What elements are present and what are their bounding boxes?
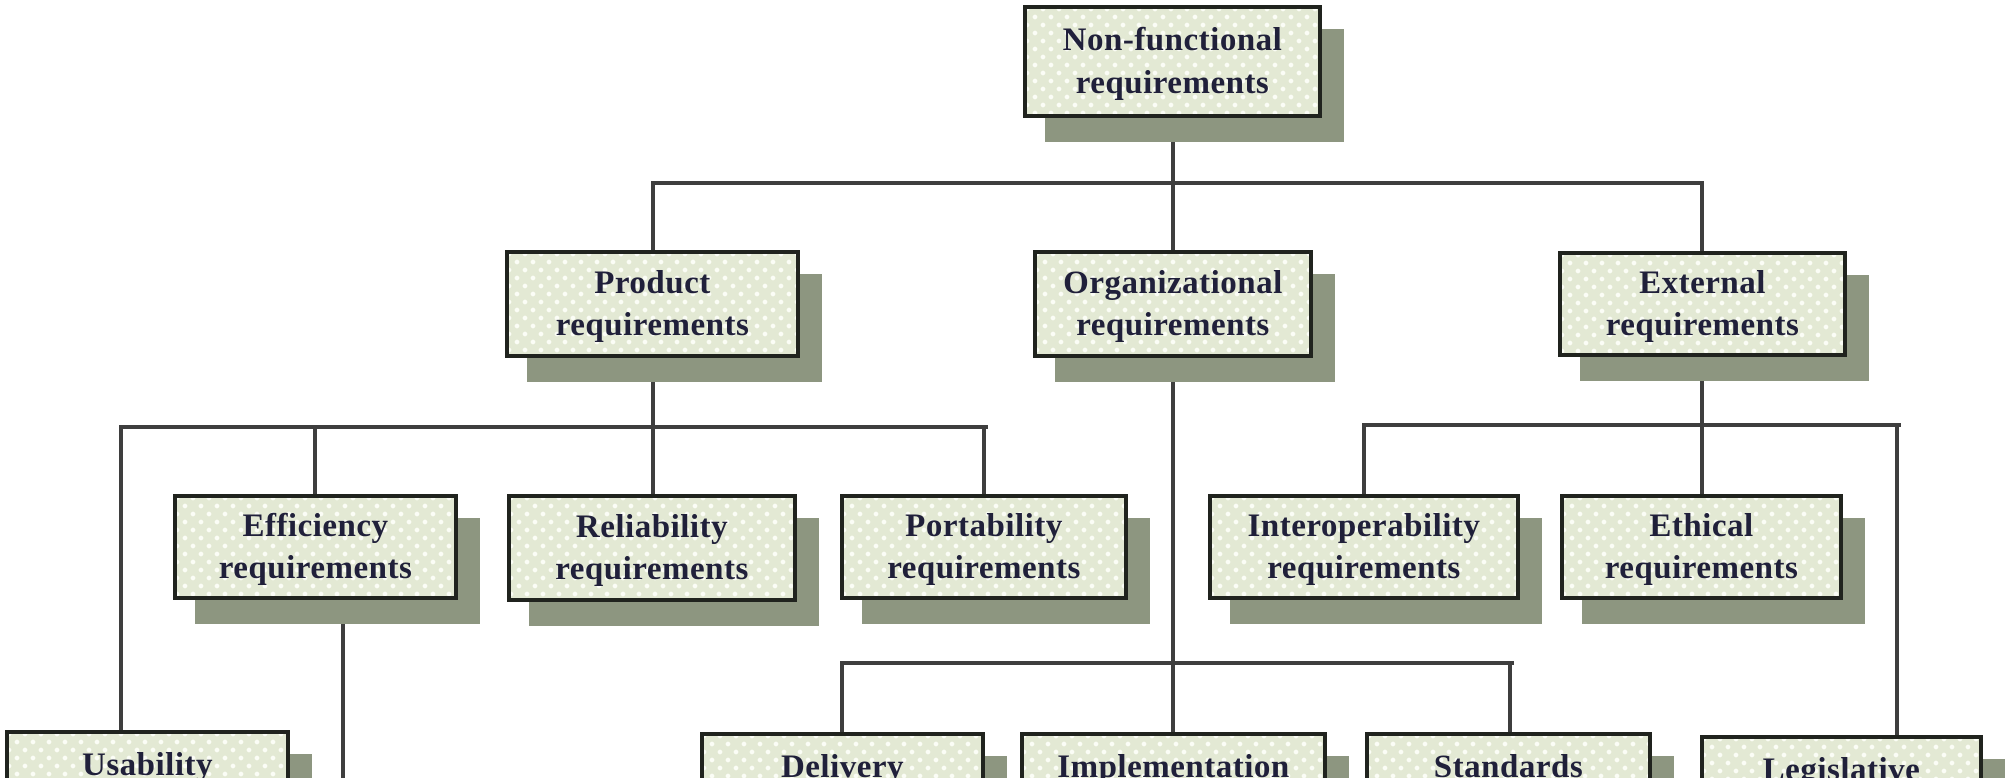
node-label-organizational-requirements: Organizational requirements: [1063, 264, 1283, 343]
node-external-requirements: External requirements: [1558, 251, 1847, 357]
node-portability-requirements: Portability requirements: [840, 494, 1128, 600]
node-implementation: Implementation: [1020, 732, 1327, 778]
node-usability: Usability: [5, 730, 290, 778]
node-product-requirements: Product requirements: [505, 250, 800, 358]
connector-line: [1508, 663, 1512, 734]
node-legislative: Legislative: [1700, 735, 1983, 778]
node-label-portability-requirements: Portability requirements: [887, 507, 1081, 586]
connector-line: [1700, 425, 1704, 496]
connector-line: [1171, 356, 1175, 665]
node-organizational-requirements: Organizational requirements: [1033, 250, 1313, 358]
node-delivery: Delivery: [700, 732, 985, 778]
connector-line: [1362, 425, 1366, 496]
connector-line: [1171, 116, 1175, 183]
node-standards: Standards: [1365, 732, 1652, 778]
node-ethical-requirements: Ethical requirements: [1560, 494, 1843, 600]
connector-line: [119, 425, 988, 429]
connector-line: [982, 427, 986, 496]
connector-line: [1700, 183, 1704, 253]
connector-line: [651, 183, 655, 252]
node-non-functional-requirements: Non-functional requirements: [1023, 5, 1322, 118]
connector-line: [651, 181, 1704, 185]
connector-line: [1171, 183, 1175, 252]
connector-line: [651, 356, 655, 429]
node-efficiency-requirements: Efficiency requirements: [173, 494, 458, 600]
connector-line: [119, 427, 123, 732]
node-label-reliability-requirements: Reliability requirements: [555, 508, 749, 587]
node-label-standards: Standards: [1433, 749, 1584, 778]
connector-line: [840, 663, 844, 734]
node-label-non-functional-requirements: Non-functional requirements: [1062, 22, 1283, 101]
connector-line: [1362, 423, 1901, 427]
node-reliability-requirements: Reliability requirements: [507, 494, 797, 602]
connector-line: [1171, 663, 1175, 734]
connector-line: [840, 661, 1514, 665]
node-label-implementation: Implementation: [1057, 749, 1290, 778]
node-label-interoperability-requirements: Interoperability requirements: [1247, 507, 1481, 586]
node-label-product-requirements: Product requirements: [555, 264, 750, 343]
node-label-external-requirements: External requirements: [1605, 264, 1800, 343]
connector-line: [341, 598, 345, 778]
connector-line: [313, 427, 317, 496]
node-label-delivery: Delivery: [780, 749, 905, 778]
connector-line: [651, 427, 655, 496]
node-label-efficiency-requirements: Efficiency requirements: [218, 507, 413, 586]
node-label-usability: Usability: [81, 747, 214, 778]
connector-line: [1700, 355, 1704, 427]
node-label-legislative: Legislative: [1762, 752, 1921, 778]
node-interoperability-requirements: Interoperability requirements: [1208, 494, 1520, 600]
node-label-ethical-requirements: Ethical requirements: [1604, 507, 1799, 586]
connector-line: [1895, 425, 1899, 737]
